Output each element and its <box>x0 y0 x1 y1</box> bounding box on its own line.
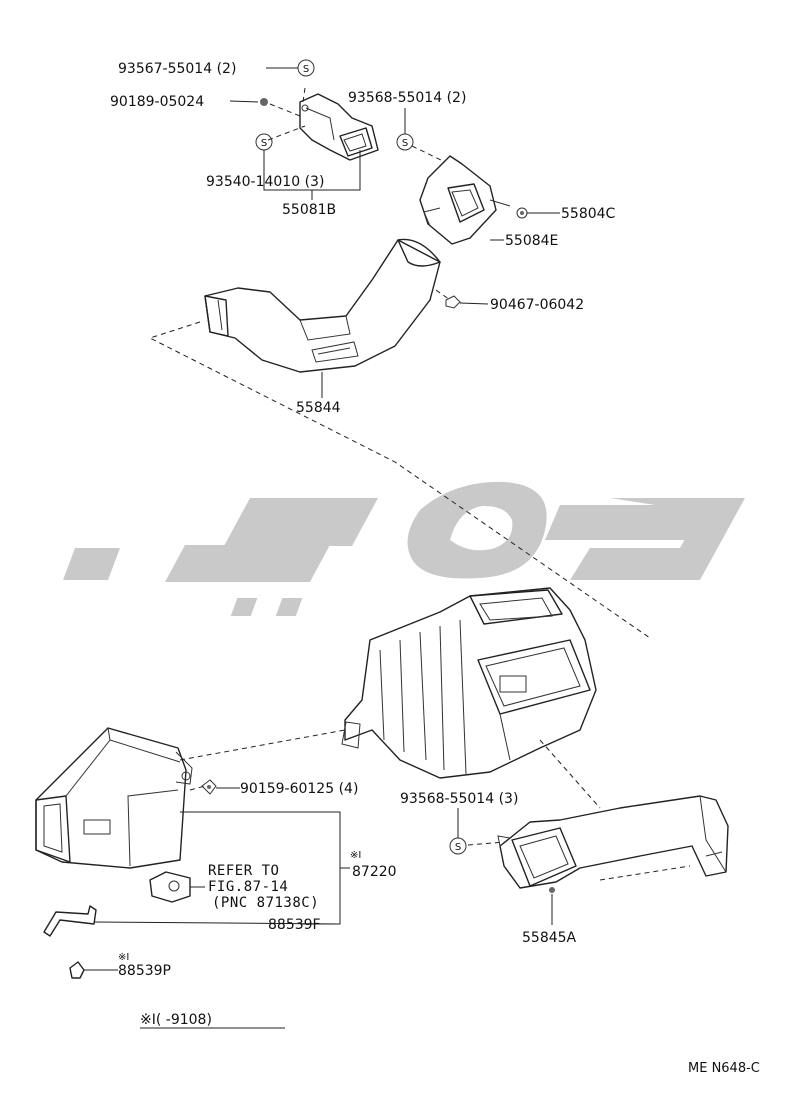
refer-line-3: (PNC 87138C) <box>212 895 319 911</box>
nut-90189-icon[interactable] <box>260 98 268 106</box>
blower-duct-87220[interactable] <box>35 727 193 869</box>
fastener-55845a-icon[interactable] <box>549 887 555 893</box>
watermark-logo <box>63 481 745 616</box>
dashed-guide-lines <box>148 87 691 881</box>
leader-lines <box>84 67 560 1029</box>
screw-symbol: S <box>402 138 408 149</box>
clip-55804c-icon[interactable] <box>516 207 528 219</box>
screw-93568b-icon[interactable]: S <box>449 837 467 855</box>
duct-55844[interactable] <box>204 238 441 373</box>
label-55844[interactable]: 55844 <box>296 400 341 416</box>
heater-unit-assembly[interactable] <box>341 587 597 779</box>
label-88539p[interactable]: 88539P <box>118 963 171 979</box>
register-55084e[interactable] <box>419 155 511 245</box>
duct-55845a[interactable] <box>497 795 729 889</box>
label-55845a[interactable]: 55845A <box>522 930 577 946</box>
label-90159[interactable]: 90159-60125 (4) <box>240 781 358 797</box>
label-55084e[interactable]: 55084E <box>505 233 558 249</box>
label-88539f[interactable]: 88539F <box>268 917 321 933</box>
refer-line-2[interactable]: FIG.87-14 <box>208 879 288 895</box>
hose-88539f-icon[interactable] <box>43 905 97 937</box>
actuator-87138c-icon[interactable] <box>149 871 191 903</box>
screw-93567-icon[interactable]: S <box>297 59 315 77</box>
label-93568-upper[interactable]: 93568-55014 (2) <box>348 90 466 106</box>
label-90189[interactable]: 90189-05024 <box>110 94 204 110</box>
screw-93568a-icon[interactable]: S <box>396 133 414 151</box>
label-55081b[interactable]: 55081B <box>282 202 336 218</box>
diagram-code: ME N648-C <box>688 1061 760 1076</box>
screw-93540-icon[interactable]: S <box>255 133 273 151</box>
label-93568-lower[interactable]: 93568-55014 (3) <box>400 791 518 807</box>
label-90467[interactable]: 90467-06042 <box>490 297 584 313</box>
label-87220[interactable]: 87220 <box>352 864 397 880</box>
footnote-range: ※Ⅰ( -9108) <box>140 1012 212 1028</box>
screw-90159-icon[interactable] <box>201 779 217 795</box>
screw-symbol: S <box>303 64 309 75</box>
screw-symbol: S <box>455 842 461 853</box>
footnote-mark-87220: ※Ⅰ <box>350 850 361 861</box>
label-93567[interactable]: 93567-55014 (2) <box>118 61 236 77</box>
refer-line-1: REFER TO <box>208 863 279 879</box>
screw-symbol: S <box>261 138 267 149</box>
label-93540[interactable]: 93540-14010 (3) <box>206 174 324 190</box>
part-labels: 93567-55014 (2) 90189-05024 93568-55014 … <box>110 61 760 1076</box>
clip-90467-icon[interactable] <box>445 295 461 309</box>
footnote-mark-88539p: ※Ⅰ <box>118 952 129 963</box>
clip-88539p-icon[interactable] <box>69 961 85 979</box>
label-55804c[interactable]: 55804C <box>561 206 616 222</box>
duct-adapter-55081b[interactable] <box>299 93 379 161</box>
